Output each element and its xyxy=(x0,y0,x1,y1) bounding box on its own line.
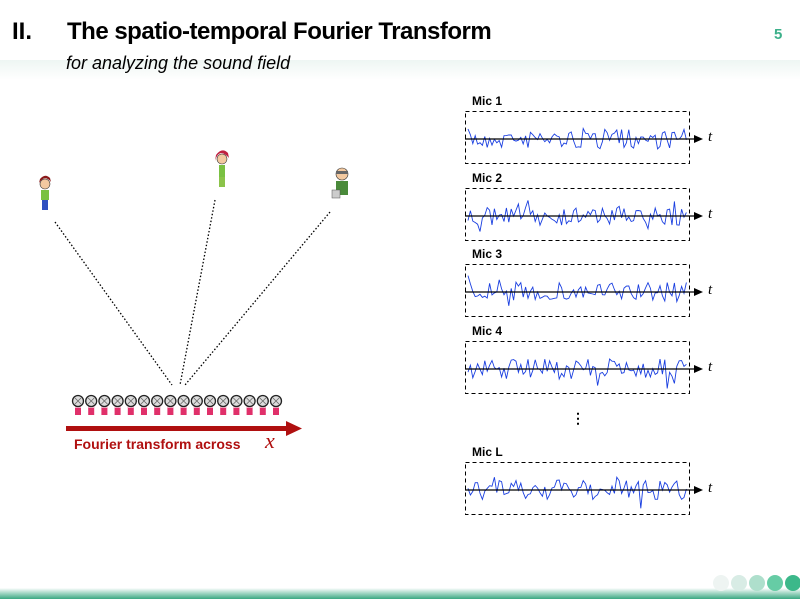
array-microphone-icon xyxy=(111,394,124,415)
array-microphone-icon xyxy=(85,394,98,415)
page-number: 5 xyxy=(774,26,783,43)
array-microphone-icon xyxy=(203,394,217,415)
mic-label: Mic 1 xyxy=(472,94,503,108)
time-axis-label: t xyxy=(708,359,713,375)
axis-arrow-icon xyxy=(694,288,703,296)
mic-label: Mic 4 xyxy=(472,324,503,338)
array-microphone-icon xyxy=(217,394,230,415)
speaker-2-icon xyxy=(215,150,229,187)
array-microphone-icon xyxy=(256,394,269,415)
time-axis-label: t xyxy=(708,480,713,496)
array-microphone-icon xyxy=(230,394,243,415)
array-microphone-icon xyxy=(243,394,256,415)
waveform xyxy=(467,475,687,509)
mic-label: Mic 2 xyxy=(472,171,503,185)
mic-signal-panel xyxy=(465,341,703,394)
propagation-lines xyxy=(54,199,331,386)
fourier-arrow xyxy=(66,421,302,436)
progress-dot xyxy=(731,575,747,591)
progress-dot xyxy=(713,575,729,591)
array-microphone-icon xyxy=(190,394,203,415)
time-axis-label: t xyxy=(708,206,713,222)
mic-signal-panel xyxy=(465,264,703,317)
array-microphone-icon xyxy=(71,394,85,415)
axis-arrow-icon xyxy=(694,486,703,494)
time-axis-label: t xyxy=(708,129,713,145)
axis-arrow-icon xyxy=(694,135,703,143)
array-microphone-icon xyxy=(137,394,151,415)
mic-signal-panel xyxy=(465,462,703,515)
section-number: II. xyxy=(12,18,33,45)
axis-arrow-icon xyxy=(694,212,703,220)
speaker-1-icon xyxy=(39,175,51,210)
time-axis-label: t xyxy=(708,282,713,298)
mic-signal-panel xyxy=(465,188,703,241)
fourier-variable: x xyxy=(265,428,275,453)
progress-dot xyxy=(767,575,783,591)
header-band xyxy=(0,60,800,80)
footer-band xyxy=(0,588,800,599)
array-microphone-icon xyxy=(177,394,190,415)
progress-dot xyxy=(785,575,800,591)
waveform xyxy=(467,126,687,150)
axis-arrow-icon xyxy=(694,365,703,373)
waveform xyxy=(467,275,687,306)
slide-title: The spatio-temporal Fourier Transform xyxy=(67,18,492,45)
mic-label: Mic 3 xyxy=(472,247,503,261)
waveform xyxy=(467,358,687,389)
array-microphone-icon xyxy=(151,394,164,415)
mic-label: Mic L xyxy=(472,445,503,459)
array-microphone-icon xyxy=(98,394,111,415)
ellipsis: ⋮ xyxy=(571,410,585,426)
progress-dot xyxy=(749,575,765,591)
speaker-3-icon xyxy=(331,167,349,199)
mic-signal-panel xyxy=(465,111,703,164)
slide-subtitle: for analyzing the sound field xyxy=(66,53,291,73)
fourier-caption: Fourier transform across xyxy=(74,436,241,452)
array-microphone-icon xyxy=(124,394,137,415)
array-microphone-icon xyxy=(269,394,283,415)
microphone-array xyxy=(71,394,283,415)
array-microphone-icon xyxy=(164,394,177,415)
